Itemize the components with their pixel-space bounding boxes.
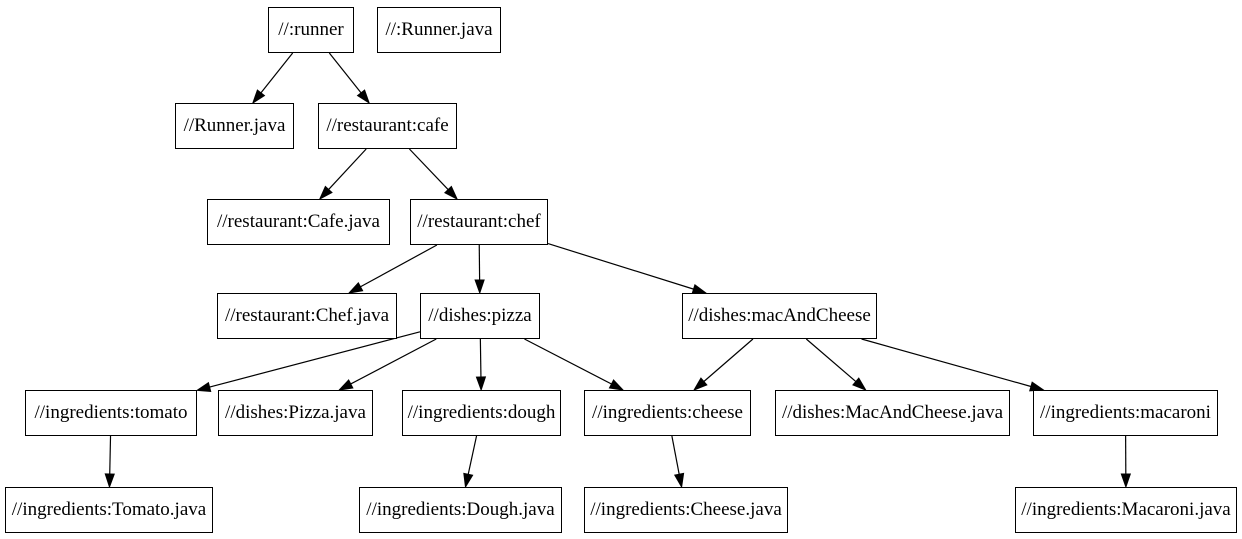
edge-line-cafe-to-chef [408,148,449,191]
node-label: //restaurant:chef [417,210,541,232]
edge-arrowhead-cafe-to-chef [443,185,459,201]
edge-arrowhead-pizza-to-tomato [195,381,212,392]
graph-node-dough-java: //ingredients:Dough.java [359,487,562,533]
edge-line-pizza-to-tomato [209,331,421,388]
graph-node-cafe: //restaurant:cafe [318,103,457,149]
edge-arrowhead-chef-to-pizza [474,279,485,295]
graph-node-mac-and-cheese-java: //dishes:MacAndCheese.java [775,390,1010,436]
edge-arrowhead-mac-and-cheese-to-mac-and-cheese-java [852,377,867,391]
edge-line-chef-to-mac-and-cheese [547,243,694,290]
edge-arrowhead-runner-to-cafe [356,89,371,105]
edge-arrowhead-pizza-to-cheese [608,379,625,391]
node-label: //ingredients:macaroni [1040,401,1211,423]
node-label: //dishes:Pizza.java [225,401,366,423]
graph-node-runner: //:runner [268,7,354,53]
graph-node-runner-java: //Runner.java [175,103,294,149]
edge-line-cheese-to-cheese-java [671,435,680,475]
edge-arrowhead-mac-and-cheese-to-cheese [692,377,708,392]
graph-node-tomato: //ingredients:tomato [25,390,197,436]
edge-line-pizza-to-dough [479,338,482,378]
graph-node-chef-java: //restaurant:Chef.java [217,293,397,339]
node-label: //Runner.java [183,114,286,136]
edge-arrowhead-tomato-to-tomato-java [104,473,115,489]
edge-arrowhead-chef-to-chef-java [347,281,364,294]
graph-node-chef: //restaurant:chef [410,199,548,245]
edge-line-chef-to-chef-java [360,244,438,288]
edge-arrowhead-macaroni-to-macaroni-java [1120,473,1132,489]
graph-node-cheese: //ingredients:cheese [584,390,751,436]
node-label: //ingredients:Tomato.java [11,498,207,520]
graph-node-pizza-java: //dishes:Pizza.java [218,390,373,436]
node-label: //ingredients:tomato [34,401,188,423]
graph-node-cafe-java: //restaurant:Cafe.java [207,199,390,245]
edge-arrowhead-cheese-to-cheese-java [673,472,685,489]
edge-line-tomato-to-tomato-java [109,435,112,475]
graph-node-dough: //ingredients:dough [402,390,561,436]
node-label: //restaurant:Chef.java [224,304,390,326]
edge-arrowhead-pizza-to-pizza-java [337,379,354,391]
graph-node-cheese-java: //ingredients:Cheese.java [584,487,788,533]
graph-node-root-runner-java: //:Runner.java [377,7,501,53]
node-label: //restaurant:Cafe.java [216,210,380,232]
edge-line-mac-and-cheese-to-macaroni [861,338,1032,388]
graph-node-pizza: //dishes:pizza [420,293,540,339]
node-label: //ingredients:Cheese.java [590,498,782,520]
edge-arrowhead-pizza-to-dough [475,376,487,392]
node-label: //ingredients:dough [407,401,556,423]
edge-line-mac-and-cheese-to-cheese [703,338,754,382]
edge-line-cafe-to-cafe-java [328,148,367,190]
edge-line-runner-to-runner-java [260,52,294,94]
graph-node-macaroni: //ingredients:macaroni [1033,390,1218,436]
edge-arrowhead-runner-to-runner-java [251,89,266,105]
edge-line-pizza-to-cheese [524,338,612,385]
edge-line-runner-to-cafe [328,52,362,94]
graph-node-tomato-java: //ingredients:Tomato.java [5,487,213,533]
node-label: //dishes:MacAndCheese.java [781,401,1004,423]
node-label: //restaurant:cafe [326,114,449,136]
edge-arrowhead-cafe-to-cafe-java [318,185,333,201]
node-label: //ingredients:Dough.java [366,498,555,520]
edge-line-dough-to-dough-java [467,435,478,475]
graph-node-mac-and-cheese: //dishes:macAndCheese [682,293,877,339]
edge-arrowhead-dough-to-dough-java [463,472,474,489]
node-label: //dishes:macAndCheese [688,304,871,326]
node-label: //ingredients:Macaroni.java [1021,498,1231,520]
node-label: //:Runner.java [385,18,493,40]
node-label: //:runner [278,18,344,40]
edge-line-mac-and-cheese-to-mac-and-cheese-java [805,338,857,382]
node-label: //dishes:pizza [428,304,532,326]
node-label: //ingredients:cheese [592,401,743,423]
graph-node-macaroni-java: //ingredients:Macaroni.java [1015,487,1237,533]
edge-line-pizza-to-pizza-java [350,338,437,385]
